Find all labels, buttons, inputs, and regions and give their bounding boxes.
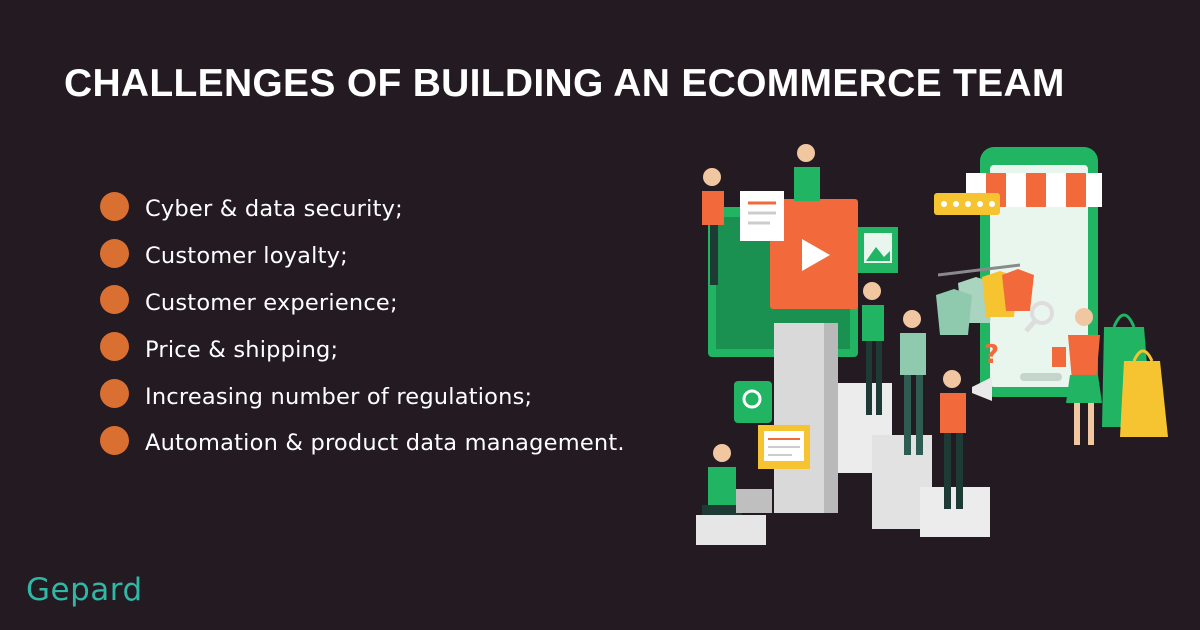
list-item-label: Price & shipping;: [145, 336, 339, 363]
star-icon: [934, 193, 1000, 215]
question-icon: ?: [984, 340, 999, 370]
shopping-bags: [1102, 313, 1168, 437]
shopper-person: [1052, 308, 1102, 445]
list-item-label: Cyber & data security;: [145, 196, 403, 223]
list-item: Customer experience;: [100, 280, 625, 327]
team-person-2: [900, 310, 926, 455]
page-title: CHALLENGES OF BUILDING AN ECOMMERCE TEAM: [64, 62, 1065, 105]
person-standing-top: [794, 144, 820, 201]
search-icon: [1024, 301, 1054, 333]
search-card: [734, 381, 772, 423]
image-icon: [858, 227, 898, 273]
clothes-rack: [936, 263, 1034, 335]
team-person-1: [862, 282, 884, 415]
svg-text:?: ?: [984, 340, 999, 370]
challenge-list: Cyber & data security; Customer loyalty;…: [100, 186, 625, 467]
bullet-dot: [100, 425, 129, 455]
bullet-dot: [100, 285, 129, 315]
message-card: [758, 425, 810, 469]
gepard-logo: Gepard: [26, 572, 143, 608]
bullet-dot: [100, 191, 129, 221]
list-item-label: Customer experience;: [145, 289, 398, 316]
list-item-label: Automation & product data management.: [145, 430, 625, 457]
person-with-laptop: [696, 444, 772, 545]
list-item-label: Customer loyalty;: [145, 243, 348, 270]
bar-pillars: [774, 323, 990, 537]
megaphone-icon: [972, 377, 992, 401]
person-sitting-left: [702, 168, 724, 285]
list-item-label: Increasing number of regulations;: [145, 383, 533, 410]
phone-shop-illustration: [934, 147, 1102, 397]
list-item: Automation & product data management.: [100, 420, 625, 467]
bullet-dot: [100, 238, 129, 268]
ecommerce-team-illustration: ?: [696, 144, 1168, 545]
list-item: Cyber & data security;: [100, 186, 625, 233]
team-person-3: [940, 370, 966, 509]
play-icon: [802, 239, 830, 271]
list-item: Increasing number of regulations;: [100, 373, 625, 420]
list-item: Customer loyalty;: [100, 233, 625, 280]
bullet-dot: [100, 332, 129, 362]
list-item: Price & shipping;: [100, 326, 625, 373]
bullet-dot: [100, 379, 129, 409]
